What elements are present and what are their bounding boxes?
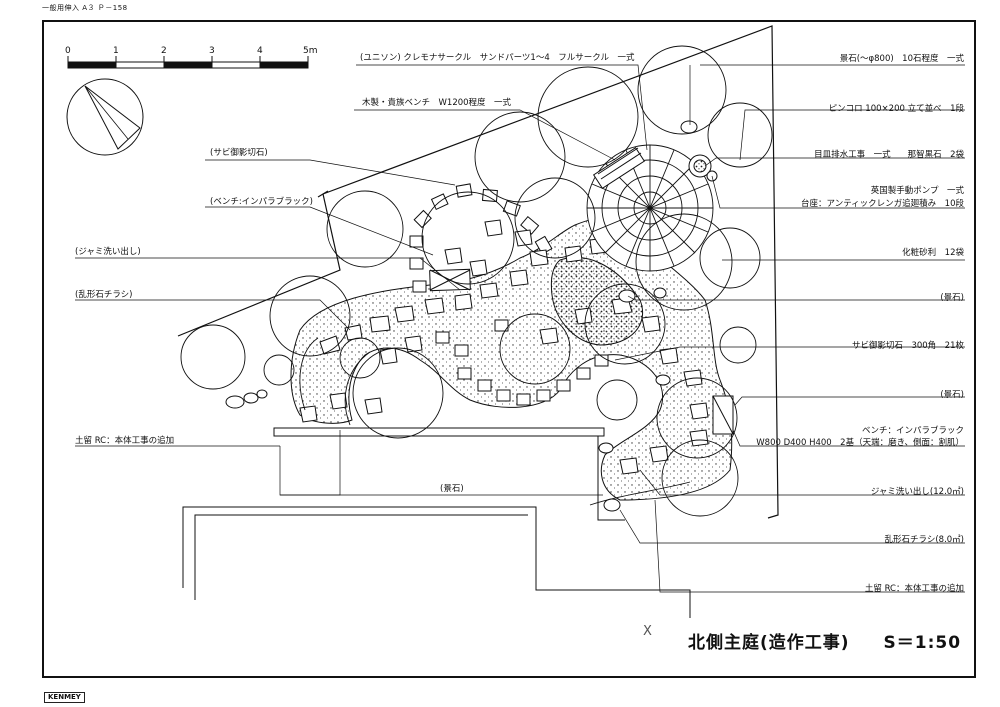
scale-tick-label: 4 — [257, 46, 263, 56]
callout-landscape-stones-qty: 景石(～φ800) 10石程度 一式 — [839, 54, 964, 64]
leader-lines — [75, 64, 965, 593]
drawing-title: 北側主庭(造作工事) — [688, 633, 850, 653]
scale-tick-label: 0 — [65, 46, 71, 56]
landscape-stones — [225, 120, 698, 512]
scale-tick-label: 1 — [113, 46, 119, 56]
callout-flagstone-area: 乱形石チラシ(8.0㎡) — [884, 535, 964, 545]
retaining-wall-rc — [273, 427, 625, 521]
callout-jami-finish: (ジャミ洗い出し) — [75, 247, 141, 257]
callout-retaining-wall-2: 土留 RC：本体工事の追加 — [864, 584, 964, 594]
north-arrow-icon — [66, 78, 144, 156]
drawing-title-block: 北側主庭(造作工事) S＝1:50 — [688, 628, 961, 653]
callout-decorative-gravel: 化粧砂利 12袋 — [902, 248, 964, 258]
callout-landscape-stone: (景石) — [440, 484, 464, 494]
building-outline — [182, 506, 691, 618]
callout-wood-bench: 木製・貴族ベンチ W1200程度 一式 — [362, 98, 512, 108]
path-edge-lines — [299, 337, 691, 506]
scale-bar — [67, 56, 309, 69]
pencil-mark: X — [643, 624, 652, 639]
garden-gravel-area — [290, 217, 733, 501]
drawing-frame — [42, 20, 976, 678]
callout-jami-area: ジャミ洗い出し(12.0㎡) — [870, 487, 964, 497]
callout-bench-dimensions: W800 D400 H400 2基（天端：磨き、側面：割肌） — [756, 438, 964, 448]
callout-circle-kit: (ユニソン) クレモナサークル サンドパーツ1〜4 フルサークル 一式 — [360, 53, 635, 63]
callout-bench-spec: ベンチ：インパラブラック — [861, 426, 964, 436]
property-boundary — [177, 25, 779, 519]
callout-cut-stone-qty: サビ御影切石 300角 21枚 — [851, 341, 964, 351]
footer-logo: KENMEY — [44, 692, 85, 703]
callout-retaining-wall: 土留 RC：本体工事の追加 — [75, 436, 175, 446]
scale-tick-label: 3 — [209, 46, 215, 56]
wooden-bench — [592, 146, 646, 190]
hand-pump-icon — [688, 154, 718, 182]
tree-canopies — [180, 45, 773, 517]
callout-pinkoro: ピンコロ 100×200 立て並べ 1段 — [828, 104, 964, 114]
callout-landscape-stone-2: (景石) — [940, 293, 964, 303]
callout-landscape-stone-3: (景石) — [940, 390, 964, 400]
scale-tick-label: 2 — [161, 46, 167, 56]
scale-tick-label: 5m — [303, 46, 318, 56]
sheet-header-note: 一般用伸入 A３ Ｐ－158 — [42, 4, 128, 12]
callout-random-flagstone: (乱形石チラシ) — [75, 290, 133, 300]
drawing-scale: S＝1:50 — [883, 633, 962, 653]
callout-drainage: 目皿排水工事 一式 那智黒石 2袋 — [814, 150, 964, 160]
callout-pump-base: 台座：アンティックレンガ追廻積み 10段 — [801, 199, 964, 209]
cut-stone-path — [409, 183, 609, 406]
callout-granite-cut-stone: (サビ御影切石) — [210, 148, 268, 158]
callout-hand-pump: 英国製手動ポンプ 一式 — [870, 186, 964, 196]
callout-bench-impala: (ベンチ:インパラブラック) — [210, 197, 313, 207]
